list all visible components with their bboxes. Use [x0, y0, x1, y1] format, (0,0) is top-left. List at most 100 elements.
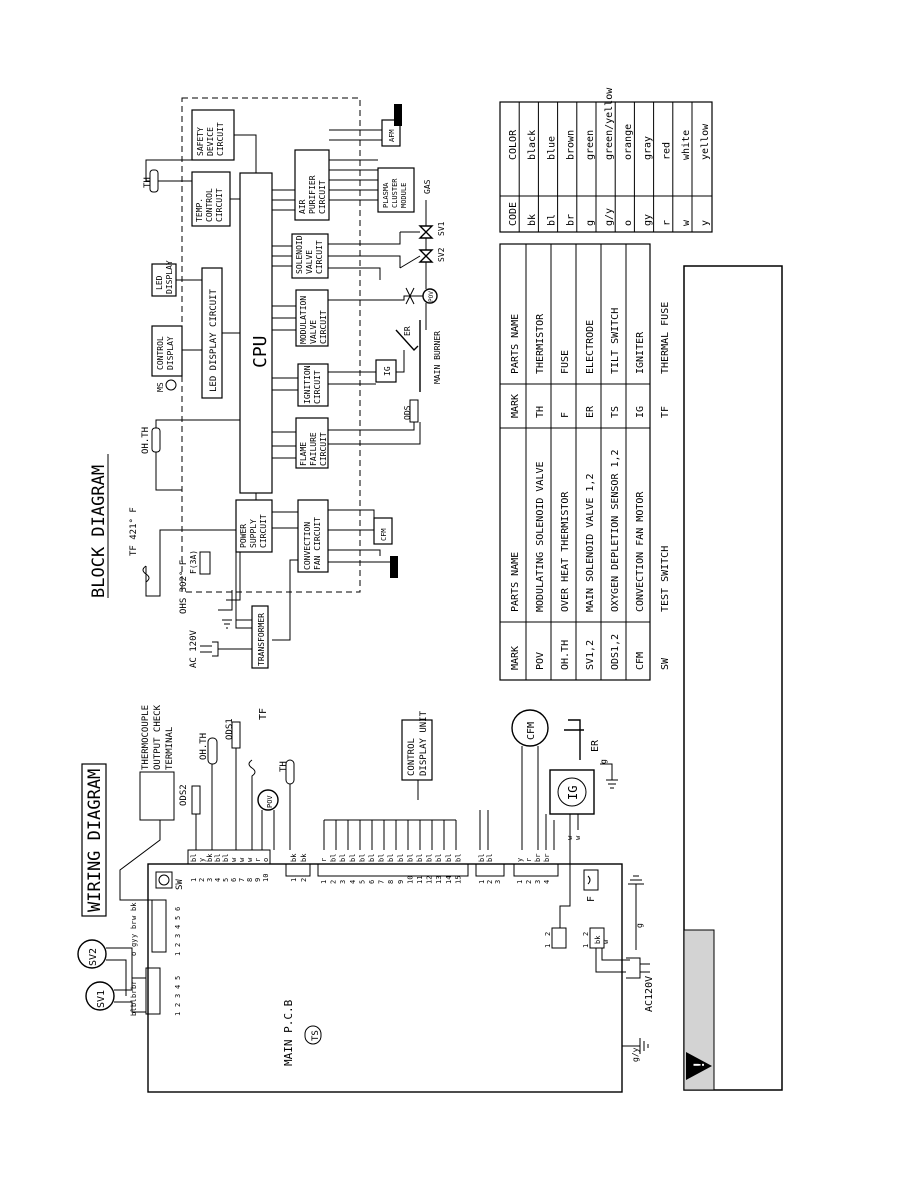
wire-color-code: br: [130, 921, 138, 929]
modulation-valve-circuit: MODULATION VALVE CIRCUIT: [295, 289, 329, 347]
color-table-text: CODECOLORbkblackblbluebrbrownggreeng/ygr…: [508, 87, 711, 226]
svg-text:CIRCUIT: CIRCUIT: [313, 370, 322, 404]
svg-text:TERMINAL: TERMINAL: [165, 727, 175, 770]
svg-text:PLASMA: PLASMA: [382, 182, 390, 208]
power-supply-circuit: POWER SUPPLY CIRCUIT: [235, 499, 273, 553]
connector-display: [317, 863, 469, 877]
wire-color-code: bl: [214, 854, 222, 862]
svg-text:VALVE: VALVE: [309, 320, 318, 344]
connector-pin-number: 1: [582, 944, 590, 948]
connector-pin-number: 9: [397, 880, 405, 884]
led-display-circuit: LED DISPLAY CIRCUIT: [201, 267, 223, 399]
connector-cfm: [475, 863, 505, 877]
parts-table-cell: TH: [535, 406, 546, 418]
wire-color-code: bl: [130, 999, 138, 1007]
parts-table-cell: TEST SWITCH: [660, 546, 671, 612]
svg-text:CIRCUIT: CIRCUIT: [318, 180, 327, 214]
pov-coil: [257, 789, 279, 811]
svg-text:VALVE: VALVE: [305, 250, 314, 274]
svg-text:CFM: CFM: [526, 722, 537, 740]
svg-text:GAS: GAS: [423, 179, 432, 194]
wire-color-code: bk: [594, 935, 602, 944]
wire-color-code: bl: [339, 854, 347, 862]
connector-ig-power: [551, 927, 567, 949]
parts-table-cell: CONVECTION FAN MOTOR: [635, 491, 646, 612]
parts-table-cell: TILT SWITCH: [610, 308, 621, 374]
svg-text:CONTROL: CONTROL: [156, 336, 165, 370]
parts-table-header-cell: PARTS NAME: [510, 314, 521, 374]
transformer: TRANSFORMER: [251, 605, 269, 669]
wire-color-code: br: [543, 854, 551, 862]
svg-text:MS: MS: [156, 382, 165, 392]
connector-pin-number: 2: [525, 880, 533, 884]
cfm-fan-icon: [390, 556, 398, 578]
svg-text:DISPLAY: DISPLAY: [166, 336, 175, 370]
svg-text:TS: TS: [311, 1030, 321, 1041]
connector-pin-number: 1: [190, 878, 198, 882]
svg-text:DISPLAY: DISPLAY: [165, 260, 174, 294]
svg-text:OUTPUT CHECK: OUTPUT CHECK: [153, 704, 163, 770]
color-name-cell: blue: [546, 136, 557, 160]
solenoid-valve-circuit: SOLENOID VALVE CIRCUIT: [291, 233, 329, 279]
fuse-icon: [199, 551, 211, 575]
svg-text:TRANSFORMER: TRANSFORMER: [257, 613, 266, 666]
wire-color-code: o: [130, 952, 138, 956]
connector-pin-number: 5: [174, 976, 182, 980]
tf-label: TF 421° F: [129, 507, 139, 556]
wire-color-code: y: [516, 858, 524, 862]
parts-table-cell: ELECTRODE: [585, 320, 596, 374]
parts-table-cell: IGNITER: [635, 331, 646, 374]
color-code-cell: r: [662, 220, 673, 226]
igniter-box: [549, 769, 595, 815]
gas-valves: SV1 SV2 GAS: [328, 179, 446, 282]
parts-table-cell: OXYGEN DEPLETION SENSOR 1,2: [610, 449, 621, 612]
test-switch[interactable]: [155, 871, 173, 889]
color-name-cell: green: [585, 130, 596, 160]
fuse-label: F(3A): [189, 550, 198, 574]
wire-color-code: br: [130, 990, 138, 998]
warning-triangle-icon: [686, 1052, 712, 1080]
wire-color-code: r: [320, 858, 328, 862]
connector-pin-number: 2: [544, 932, 552, 936]
sv1-coil: [85, 981, 115, 1011]
connector-pin-number: 3: [206, 878, 214, 882]
parts-table-cell: OVER HEAT THERMISTOR: [560, 491, 571, 612]
parts-table-cell: THERMISTOR: [535, 313, 546, 374]
flame-failure-circuit: FLAME FAILURE CIRCUIT: [295, 417, 329, 469]
parts-table-header-cell: PARTS NAME: [510, 552, 521, 612]
wire-color-code: bl: [368, 854, 376, 862]
svg-text:MODULE: MODULE: [400, 183, 408, 208]
connector-pin-number: 5: [222, 878, 230, 882]
wire-color-code: bl: [486, 854, 494, 862]
connector-pin-number: 2: [174, 943, 182, 947]
parts-table-cell: OH.TH: [560, 640, 571, 670]
parts-table-cell: TS: [610, 406, 621, 418]
tf-fuse-symbol: [142, 529, 236, 597]
ms-switch-icon: [165, 379, 177, 391]
wire-color-code: gy: [130, 939, 138, 947]
parts-table-cell: ER: [585, 405, 596, 418]
svg-text:IG: IG: [566, 786, 580, 800]
tilt-switch-icon: [304, 1025, 322, 1045]
er-electrode: [564, 719, 584, 760]
connector-pin-number: 3: [494, 880, 502, 884]
connector-pin-number: 5: [358, 880, 366, 884]
thermocouple-terminal[interactable]: [139, 771, 175, 821]
wire-color-code: w: [246, 857, 254, 862]
wire-color-code: y: [198, 858, 206, 862]
ignition-circuit: IGNITION CIRCUIT: [297, 363, 329, 407]
connector-pin-number: 9: [254, 878, 262, 882]
sv1-valve-icon: [418, 225, 434, 239]
svg-text:CFM: CFM: [380, 528, 388, 541]
connector-pin-number: 2: [198, 878, 206, 882]
connector-pin-number: 4: [214, 878, 222, 882]
svg-text:!: !: [692, 1061, 708, 1069]
oh-th-thermistor: [207, 737, 218, 765]
svg-text:CONTROL: CONTROL: [205, 188, 214, 222]
main-burner-label: MAIN BURNER: [433, 331, 442, 384]
connector-sensors: [187, 849, 271, 865]
color-code-cell: bk: [527, 214, 538, 226]
svg-text:DISPLAY UNIT: DISPLAY UNIT: [419, 710, 429, 776]
wire-color-code: bl: [406, 854, 414, 862]
wiring-diagram: WIRING DIAGRAM MAIN P.C.B TS SW 12345blb…: [77, 704, 655, 1093]
